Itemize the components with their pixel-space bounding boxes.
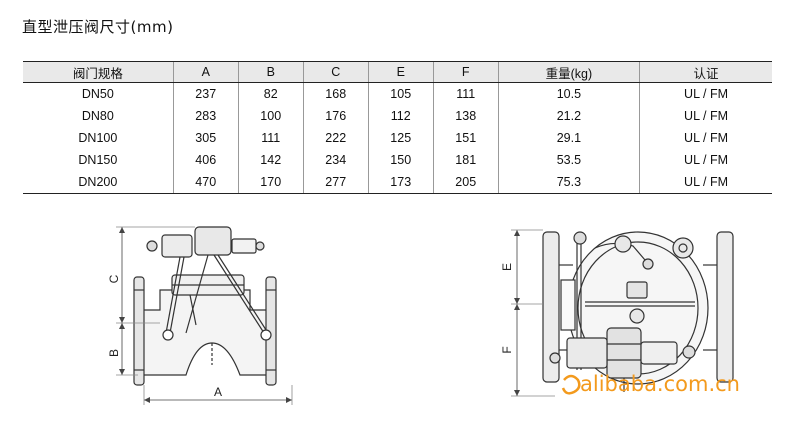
dimension-label-e: E bbox=[500, 263, 514, 271]
cell-weight: 53.5 bbox=[497, 149, 640, 171]
cell-e: 173 bbox=[367, 171, 434, 194]
table-header-row: 阀门规格 A B C E F 重量(kg) 认证 bbox=[23, 61, 772, 83]
cell-c: 168 bbox=[302, 82, 369, 105]
cell-b: 111 bbox=[237, 127, 304, 149]
watermark-text: alibaba.com.cn bbox=[580, 372, 740, 396]
dimension-label-c: C bbox=[107, 274, 121, 283]
cell-cert: UL / FM bbox=[639, 105, 772, 127]
cell-a: 305 bbox=[172, 127, 239, 149]
cell-spec: DN50 bbox=[81, 87, 114, 101]
cell-spec: DN80 bbox=[81, 109, 114, 123]
cell-spec: DN200 bbox=[23, 171, 174, 194]
cell-c: 234 bbox=[302, 149, 369, 171]
cell-e: 150 bbox=[367, 149, 434, 171]
cell-weight: 10.5 bbox=[497, 82, 640, 105]
dimension-label-b: B bbox=[107, 349, 121, 357]
table-row: DN200 470 170 277 173 205 75.3 UL / FM bbox=[23, 171, 772, 194]
cell-a: 470 bbox=[172, 171, 239, 194]
watermark: alibaba.com.cn bbox=[560, 372, 780, 402]
table-row: DN100 305 111 222 125 151 29.1 UL / FM bbox=[23, 127, 772, 149]
table-row: DN50 237 82 168 105 111 10.5 UL / FM bbox=[23, 82, 772, 105]
alibaba-logo-icon bbox=[561, 374, 581, 395]
dimension-table: 阀门规格 A B C E F 重量(kg) 认证 DN50 237 82 168… bbox=[23, 61, 772, 194]
cell-cert: UL / FM bbox=[639, 82, 772, 105]
dimension-label-a: A bbox=[214, 385, 222, 399]
cell-cert: UL / FM bbox=[639, 171, 772, 194]
header-a: A bbox=[172, 61, 239, 83]
table-row: DN150 406 142 234 150 181 53.5 UL / FM bbox=[23, 149, 772, 171]
cell-f: 205 bbox=[432, 171, 499, 194]
cell-c: 277 bbox=[302, 171, 369, 194]
header-e: E bbox=[367, 61, 434, 83]
cell-e: 125 bbox=[367, 127, 434, 149]
cell-weight: 75.3 bbox=[497, 171, 640, 194]
cell-f: 151 bbox=[432, 127, 499, 149]
cell-b: 100 bbox=[237, 105, 304, 127]
cell-f: 138 bbox=[432, 105, 499, 127]
cell-a: 237 bbox=[172, 82, 239, 105]
cell-b: 142 bbox=[237, 149, 304, 171]
valve-front-view-drawing: E F bbox=[500, 229, 734, 397]
cell-a: 283 bbox=[172, 105, 239, 127]
header-weight: 重量(kg) bbox=[497, 61, 640, 83]
dimension-label-f: F bbox=[500, 346, 514, 353]
cell-f: 181 bbox=[432, 149, 499, 171]
header-b: B bbox=[237, 61, 304, 83]
cell-c: 176 bbox=[302, 105, 369, 127]
valve-side-view-drawing: C B A bbox=[107, 226, 293, 405]
table-row: DN80 283 100 176 112 138 21.2 UL / FM bbox=[23, 105, 772, 127]
cell-weight: 21.2 bbox=[497, 105, 640, 127]
cell-weight: 29.1 bbox=[497, 127, 640, 149]
cell-e: 112 bbox=[367, 105, 434, 127]
cell-b: 170 bbox=[237, 171, 304, 194]
header-spec: 阀门规格 bbox=[23, 61, 174, 83]
cell-f: 111 bbox=[432, 82, 499, 105]
header-f: F bbox=[432, 61, 499, 83]
cell-c: 222 bbox=[302, 127, 369, 149]
page-title: 直型泄压阀尺寸(mm) bbox=[22, 18, 174, 36]
cell-spec: DN100 bbox=[78, 131, 118, 145]
cell-cert: UL / FM bbox=[639, 149, 772, 171]
header-c: C bbox=[302, 61, 369, 83]
header-cert: 认证 bbox=[639, 61, 772, 83]
cell-b: 82 bbox=[237, 82, 304, 105]
cell-a: 406 bbox=[172, 149, 239, 171]
cell-e: 105 bbox=[367, 82, 434, 105]
cell-spec: DN150 bbox=[78, 153, 118, 167]
cell-cert: UL / FM bbox=[639, 127, 772, 149]
